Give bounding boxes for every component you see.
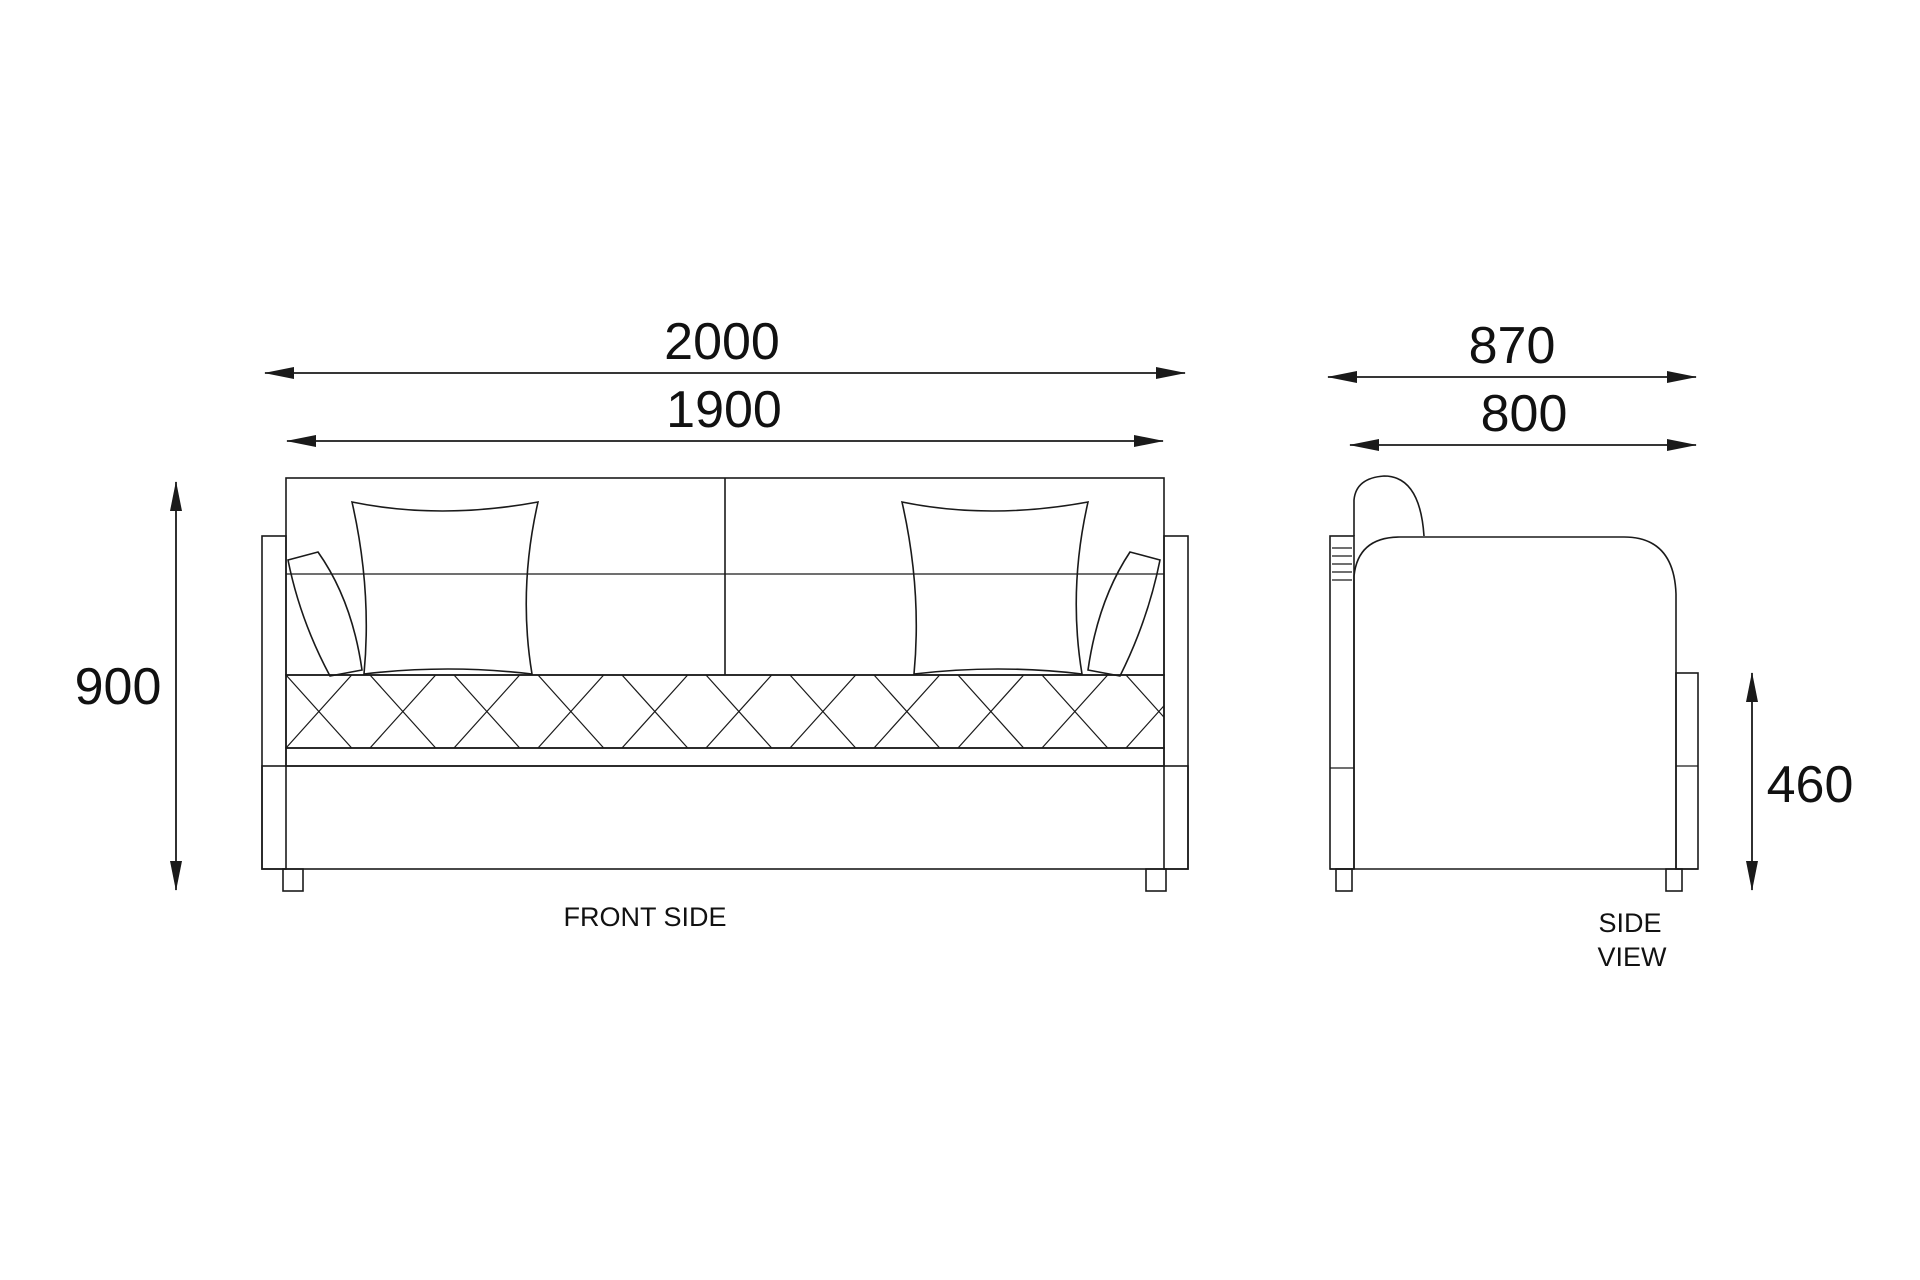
right-arm — [1163, 535, 1189, 870]
quilt-line — [286, 675, 353, 748]
right-side-cushion — [1087, 551, 1161, 677]
dim-side-overall-depth: 870 — [1327, 317, 1697, 383]
dim-seat-height: 460 — [1746, 672, 1854, 891]
side-seat-front — [1675, 672, 1699, 870]
dim-label-2000: 2000 — [664, 313, 780, 371]
quilt-line — [621, 675, 689, 748]
dim-label-460: 460 — [1767, 756, 1854, 814]
sofa-side-view — [1329, 475, 1699, 892]
quilt-line — [1210, 675, 1276, 748]
front-left-leg — [282, 868, 304, 892]
quilt-pattern — [202, 675, 1276, 748]
quilt-line — [369, 675, 437, 748]
dim-label-900: 900 — [75, 658, 162, 716]
sofa-base — [261, 765, 1189, 870]
quilt-line — [1210, 675, 1276, 748]
left-arm — [261, 535, 287, 870]
front-side-caption: FRONT SIDE — [563, 902, 726, 932]
quilt-line — [202, 675, 268, 748]
dim-front-overall-width: 2000 — [264, 313, 1186, 379]
side-view-caption-line1: SIDE — [1598, 908, 1661, 938]
left-side-cushion — [287, 551, 363, 677]
quilt-line — [789, 675, 857, 748]
side-back-cushion — [1353, 475, 1425, 537]
dim-height: 900 — [75, 481, 182, 891]
seat-cushion — [285, 674, 1165, 749]
quilt-line — [1041, 675, 1109, 748]
sofa-front-view — [202, 477, 1276, 892]
right-throw-pillow — [900, 500, 1090, 675]
side-back-slats — [1332, 547, 1352, 581]
side-view-caption-line2: VIEW — [1597, 942, 1667, 972]
left-throw-pillow — [350, 500, 540, 675]
side-front-leg — [1665, 868, 1683, 892]
quilt-line — [873, 675, 941, 748]
dim-label-800: 800 — [1481, 385, 1568, 443]
front-right-leg — [1145, 868, 1167, 892]
dim-side-inner-depth: 800 — [1349, 385, 1697, 451]
dim-label-1900: 1900 — [666, 381, 782, 439]
quilt-line — [957, 675, 1025, 748]
side-rear-leg — [1335, 868, 1353, 892]
quilt-line — [202, 675, 268, 748]
quilt-line — [705, 675, 773, 748]
quilt-line — [537, 675, 605, 748]
side-back-panel — [1329, 535, 1355, 870]
dim-front-inner-width: 1900 — [286, 381, 1164, 447]
quilt-line — [1125, 704, 1164, 748]
dim-label-870: 870 — [1469, 317, 1556, 375]
quilt-line — [453, 675, 521, 748]
seat-rail — [285, 747, 1165, 767]
side-arm-profile — [1353, 536, 1677, 869]
